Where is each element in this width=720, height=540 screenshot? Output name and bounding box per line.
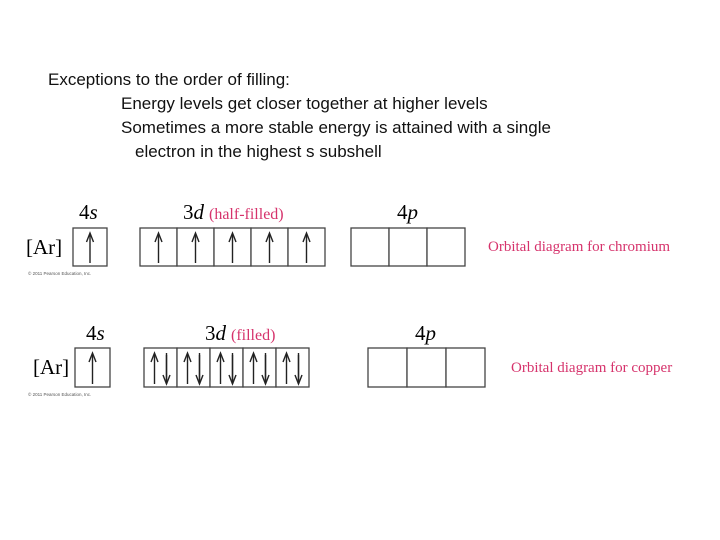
spin-down-arrow <box>294 353 303 386</box>
p-orbital-3 <box>445 347 486 388</box>
d-orbital-4 <box>250 227 289 267</box>
noble-gas-core: [Ar] <box>26 235 62 259</box>
spin-up-arrow <box>191 231 200 263</box>
copyright-notice: © 2011 Pearson Education, Inc. <box>28 270 91 276</box>
s-orbital-1 <box>72 227 108 267</box>
bullet-2: Sometimes a more stable energy is attain… <box>121 118 551 137</box>
d-orbital-3 <box>209 347 244 388</box>
p-orbital-1 <box>350 227 390 267</box>
spin-up-arrow <box>150 351 159 384</box>
d-orbital-1 <box>143 347 178 388</box>
d-orbital-3 <box>213 227 252 267</box>
diagram-caption: Orbital diagram for chromium <box>488 239 670 255</box>
spin-down-arrow <box>162 353 171 386</box>
s-subshell-label: 4s <box>86 321 105 345</box>
spin-down-arrow <box>261 353 270 386</box>
noble-gas-core: [Ar] <box>33 355 69 379</box>
p-subshell-label: 4p <box>415 321 436 345</box>
spin-up-arrow <box>302 231 311 263</box>
spin-up-arrow <box>88 351 97 384</box>
spin-up-arrow <box>183 351 192 384</box>
spin-up-arrow <box>216 351 225 384</box>
spin-up-arrow <box>282 351 291 384</box>
d-orbital-1 <box>139 227 178 267</box>
d-orbital-2 <box>176 227 215 267</box>
spin-down-arrow <box>195 353 204 386</box>
slide-text: Exceptions to the order of filling: Ener… <box>48 68 551 164</box>
spin-up-arrow <box>249 351 258 384</box>
spin-up-arrow <box>228 231 237 263</box>
d-orbital-4 <box>242 347 277 388</box>
d-subshell-label: 3d(half-filled) <box>183 200 284 224</box>
s-orbital-1 <box>74 347 111 388</box>
p-orbital-1 <box>367 347 408 388</box>
p-orbital-3 <box>426 227 466 267</box>
bullet-2-continued: electron in the highest s subshell <box>135 142 382 161</box>
d-orbital-2 <box>176 347 211 388</box>
d-orbital-5 <box>275 347 310 388</box>
spin-up-arrow <box>265 231 274 263</box>
p-subshell-label: 4p <box>397 200 418 224</box>
heading: Exceptions to the order of filling: <box>48 70 290 89</box>
spin-up-arrow <box>154 231 163 263</box>
bullet-1: Energy levels get closer together at hig… <box>121 94 488 113</box>
spin-up-arrow <box>85 231 95 263</box>
d-orbital-5 <box>287 227 326 267</box>
spin-down-arrow <box>228 353 237 386</box>
s-subshell-label: 4s <box>79 200 98 224</box>
p-orbital-2 <box>388 227 428 267</box>
d-subshell-label: 3d(filled) <box>205 321 275 345</box>
diagram-caption: Orbital diagram for copper <box>511 360 672 376</box>
copyright-notice: © 2011 Pearson Education, Inc. <box>28 391 91 397</box>
p-orbital-2 <box>406 347 447 388</box>
